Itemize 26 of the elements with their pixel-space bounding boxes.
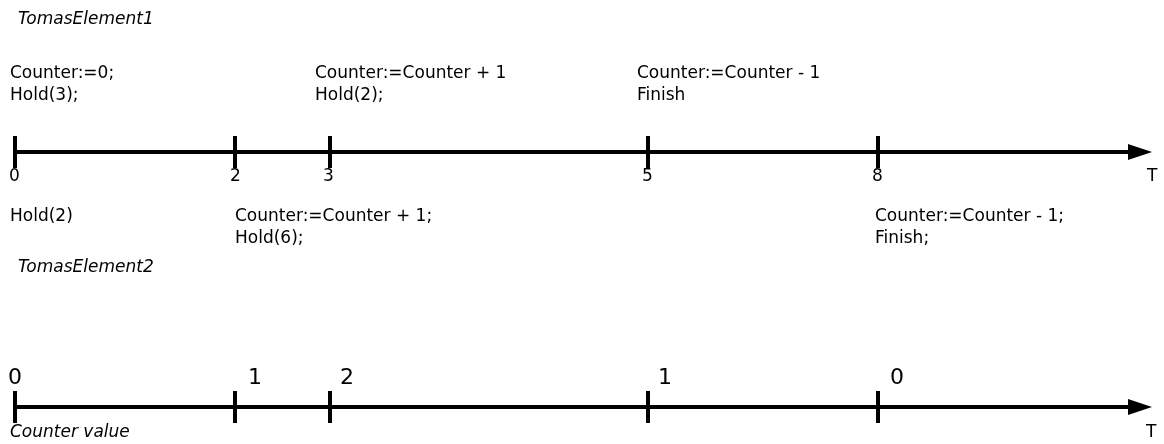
tick-label: 3 (323, 165, 334, 185)
counter-value: 2 (340, 364, 354, 390)
event-note: Counter:=Counter + 1 (315, 62, 507, 82)
counter-value: 1 (658, 364, 672, 390)
axis-label: T (1147, 165, 1158, 185)
counter-value: 1 (248, 364, 262, 390)
event-note: Hold(6); (235, 227, 304, 247)
event-note: Counter:=Counter - 1 (637, 62, 821, 82)
tick-label: 0 (9, 165, 20, 185)
event-note: Hold(2); (315, 84, 384, 104)
axis-label: T (1146, 421, 1157, 441)
event-note: Hold(2) (10, 205, 73, 225)
event-note: Counter:=Counter + 1; (235, 205, 433, 225)
tick-label: 5 (642, 165, 653, 185)
axis-caption: Counter value (10, 421, 130, 441)
counter-value: 0 (890, 364, 904, 390)
event-note: Hold(3); (10, 84, 79, 104)
tick-label: 2 (230, 165, 241, 185)
lane-title: TomasElement2 (18, 256, 154, 276)
event-note: Finish; (875, 227, 930, 247)
event-note: Counter:=0; (10, 62, 115, 82)
lane-title: TomasElement1 (18, 8, 154, 28)
counter-value: 0 (8, 364, 22, 390)
event-note: Finish (637, 84, 686, 104)
event-note: Counter:=Counter - 1; (875, 205, 1065, 225)
tick-label: 8 (872, 165, 883, 185)
